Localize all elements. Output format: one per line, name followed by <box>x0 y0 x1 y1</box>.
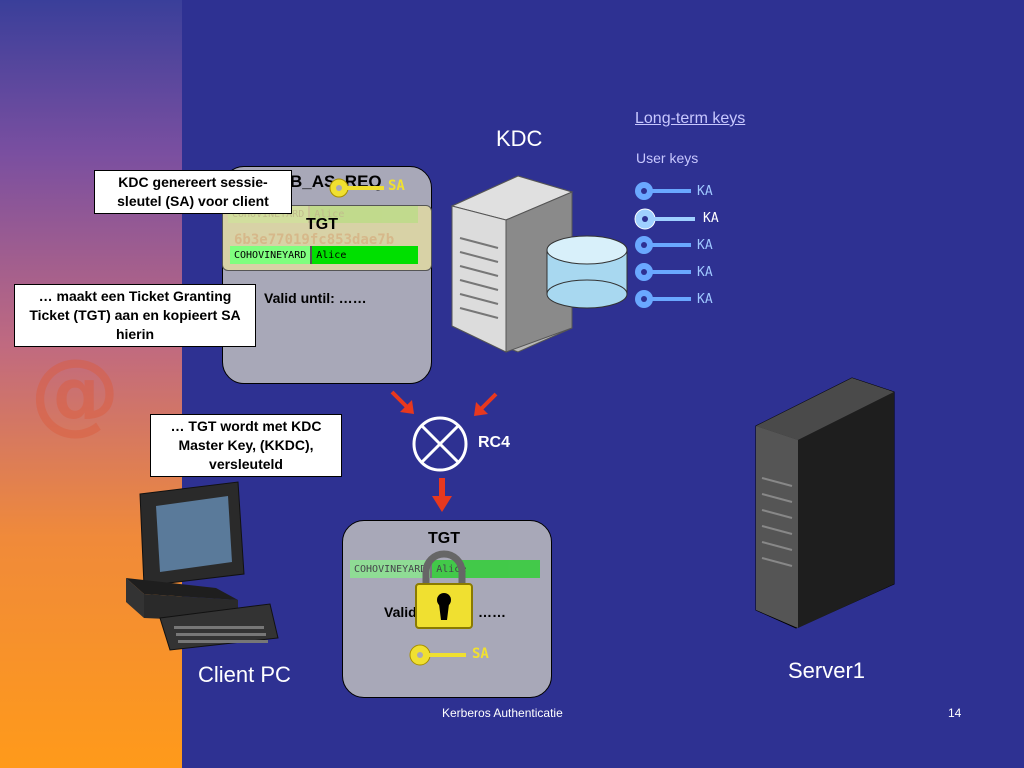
identity-user: Alice <box>316 249 347 261</box>
footer-title: Kerberos Authenticatie <box>442 706 563 720</box>
valid-until-top: Valid until: …… <box>264 290 367 306</box>
ka-label-5: KA <box>697 292 713 307</box>
slide-background <box>182 0 1024 768</box>
key-icon-4 <box>635 263 691 281</box>
client-pc-icon <box>126 481 279 651</box>
kdc-server-icon <box>450 175 574 353</box>
user-keys-label: User keys <box>636 150 699 166</box>
ka-label-2: KA <box>703 211 719 226</box>
sa-label-top: SA <box>388 178 405 194</box>
page-number: 14 <box>948 706 962 720</box>
arrow-from-tgt <box>390 390 414 414</box>
valid-left-bottom: Valid <box>384 604 417 620</box>
tgt-title-bottom: TGT <box>428 530 460 547</box>
key-icon-1 <box>635 182 691 200</box>
server1-label: Server1 <box>788 658 866 683</box>
arrow-down <box>432 478 452 512</box>
tgt-title-top: TGT <box>306 216 338 233</box>
arrow-from-kdc <box>474 392 498 416</box>
identity-user-bottom: Alice <box>436 563 467 575</box>
server1-icon <box>755 377 895 629</box>
ka-label-1: KA <box>697 184 713 199</box>
key-icon-2 <box>634 208 695 230</box>
long-term-keys-link[interactable]: Long-term keys <box>635 110 746 127</box>
identity-bar-bottom: COHOVINEYARD Alice <box>350 560 540 578</box>
sa-key-bottom <box>409 644 466 666</box>
callout-session-key: KDC genereert sessie-sleutel (SA) voor c… <box>94 170 292 214</box>
padlock-icon <box>415 550 473 629</box>
rc4-xor-icon <box>412 416 468 472</box>
callout-tgt-encrypt: … TGT wordt met KDC Master Key, (KKDC), … <box>150 414 342 477</box>
ka-label-4: KA <box>697 265 713 280</box>
key-icon-5 <box>635 290 691 308</box>
identity-domain: COHOVINEYARD <box>230 246 313 264</box>
decorative-gradient-strip <box>0 0 182 768</box>
ka-label-3: KA <box>697 238 713 253</box>
at-sign-watermark: @ <box>30 340 120 445</box>
rc4-label: RC4 <box>478 434 511 451</box>
key-icon-3 <box>635 236 691 254</box>
tgt-hex: 6b3e77019fc853dae7b <box>234 232 395 248</box>
identity-domain-bottom: COHOVINEYARD <box>350 560 433 578</box>
client-pc-label: Client PC <box>198 662 291 687</box>
sa-key-icon <box>329 178 384 198</box>
kdc-label: KDC <box>496 126 543 151</box>
callout-tgt-make: … maakt een Ticket Granting Ticket (TGT)… <box>14 284 256 347</box>
sa-label-bottom: SA <box>472 646 489 662</box>
identity-bar: COHOVINEYARD Alice <box>230 246 418 264</box>
valid-right-bottom: …… <box>478 604 506 620</box>
database-icon <box>546 235 628 309</box>
